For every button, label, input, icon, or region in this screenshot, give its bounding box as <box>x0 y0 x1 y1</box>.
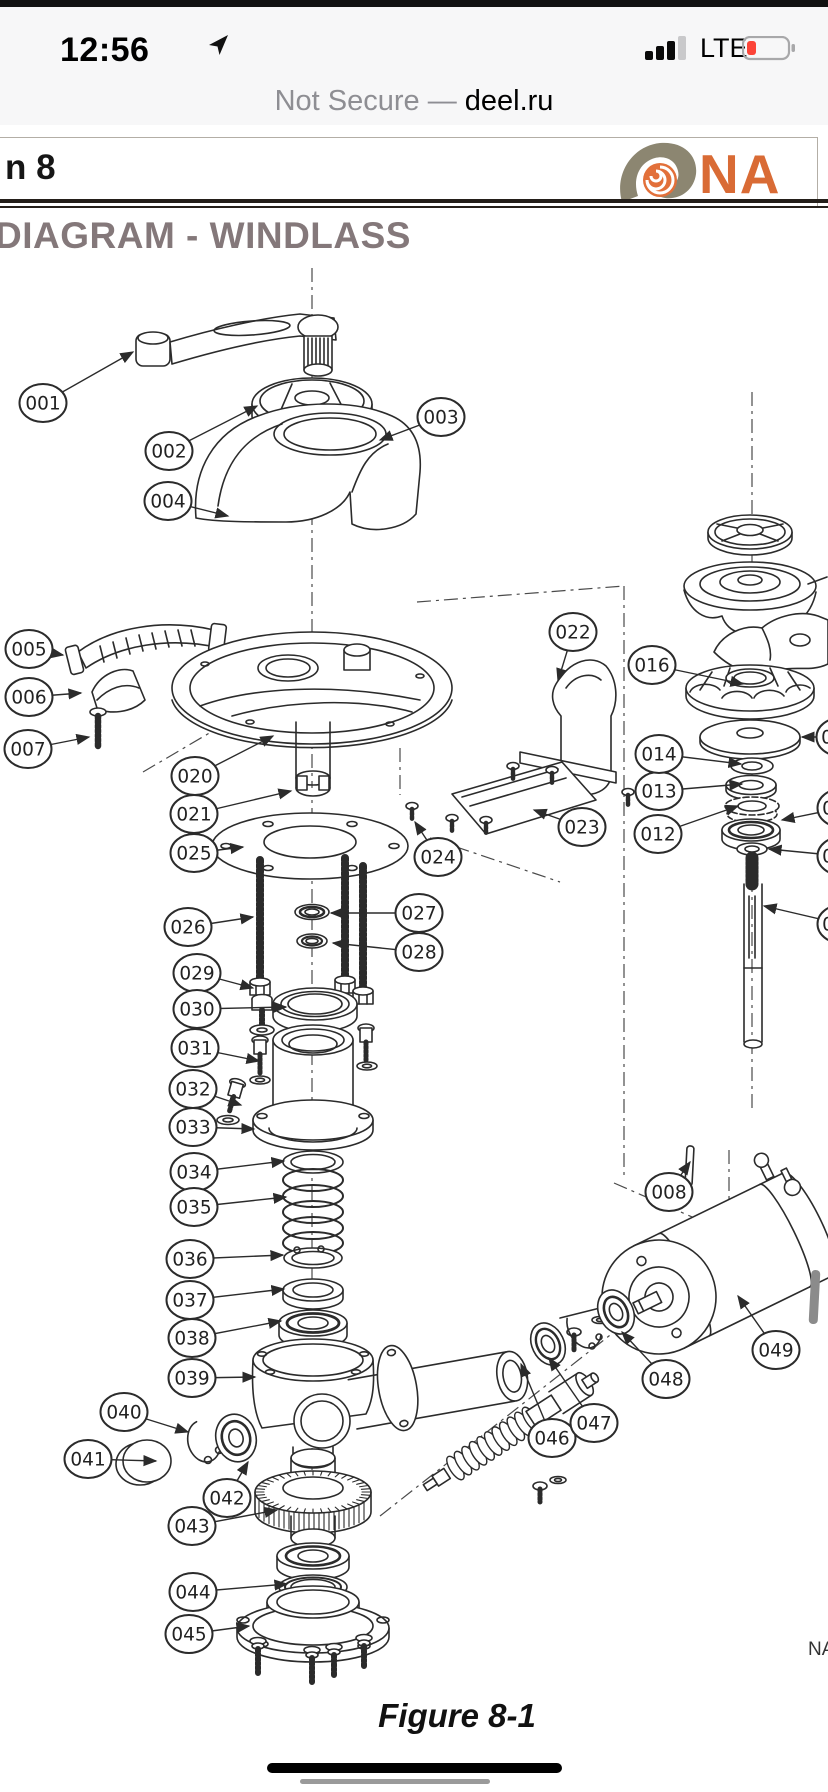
signal-strength-icon <box>645 36 686 60</box>
section-heading-fragment: n 8 <box>5 148 56 187</box>
page-edge-rule <box>817 137 818 207</box>
nautilus-logo-icon <box>620 142 697 202</box>
footer-text-fragment: NA <box>808 1639 828 1660</box>
separator: — <box>419 85 465 117</box>
webpage-content <box>0 125 828 1792</box>
home-indicator[interactable] <box>267 1763 562 1773</box>
status-bar: 12:56 LTE Not Secure — deel.ru <box>0 7 828 125</box>
header-double-rule <box>0 199 828 208</box>
figure-caption: Figure 8-1 <box>378 1697 536 1734</box>
battery-icon <box>742 36 795 61</box>
top-dark-strip <box>0 0 828 7</box>
security-label: Not Secure <box>274 85 420 117</box>
clock: 12:56 <box>60 31 150 69</box>
network-type-label: LTE <box>700 33 748 63</box>
address-bar[interactable]: Not Secure — deel.ru <box>0 85 828 118</box>
page-title: DIAGRAM - WINDLASS <box>0 215 411 256</box>
header-top-rule <box>0 137 818 138</box>
location-arrow-icon <box>209 35 228 55</box>
domain-label: deel.ru <box>464 85 554 117</box>
brand-text-fragment: NA <box>699 143 781 205</box>
horizontal-scroll-indicator <box>300 1779 490 1784</box>
